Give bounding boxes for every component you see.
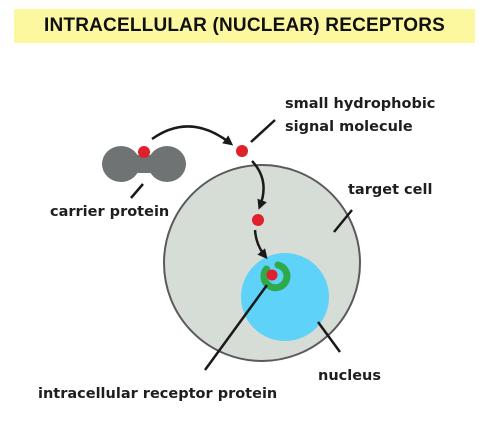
label-signal-line1: small hydrophobic (285, 96, 435, 112)
receptor-protein (260, 261, 291, 292)
carrier-protein (102, 146, 186, 182)
label-carrier-protein: carrier protein (50, 204, 169, 220)
leader-target-cell (333, 209, 353, 233)
signal-molecule-free (236, 145, 248, 157)
arrow-enter-cell (251, 160, 267, 210)
label-receptor-protein: intracellular receptor protein (38, 386, 277, 402)
title-banner: INTRACELLULAR (NUCLEAR) RECEPTORS (14, 9, 475, 43)
leader-nucleus (316, 321, 342, 353)
label-signal-line2: signal molecule (285, 119, 413, 135)
leader-receptor-protein (203, 284, 269, 371)
arrow-release (151, 125, 234, 146)
signal-molecule-bound (266, 269, 278, 281)
page-title: INTRACELLULAR (NUCLEAR) RECEPTORS (43, 15, 446, 36)
signal-molecule-in-cytoplasm (252, 214, 264, 226)
arrow-to-receptor (253, 229, 268, 260)
signal-molecule-on-carrier (138, 146, 150, 158)
label-nucleus: nucleus (318, 368, 381, 384)
label-target-cell: target cell (348, 182, 432, 198)
leader-signal-molecule (250, 119, 276, 143)
leader-carrier-protein (130, 183, 144, 199)
